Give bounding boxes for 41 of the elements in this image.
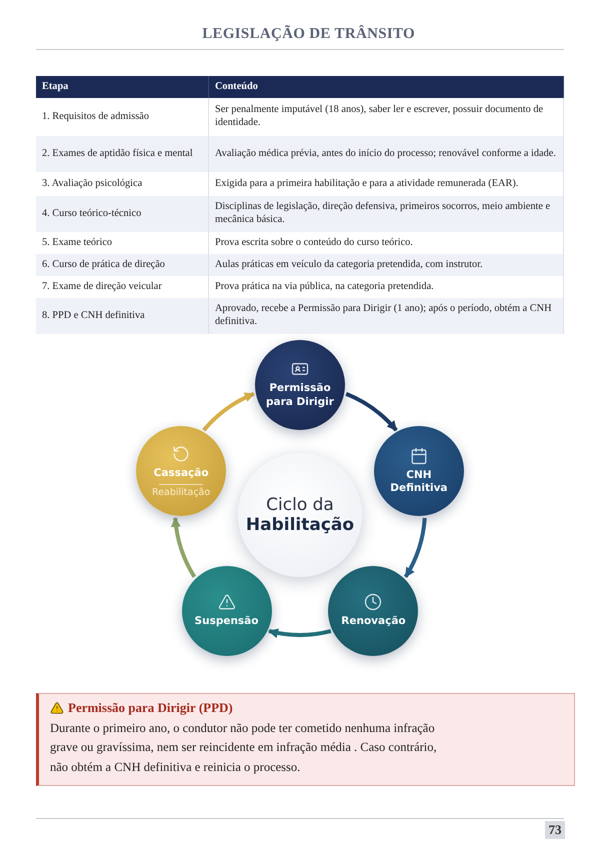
- table-cell: 1. Requisitos de admissão: [36, 98, 208, 136]
- table-cell: 8. PPD e CNH definitiva: [36, 298, 208, 334]
- table-cell: 7. Exame de direção veicular: [36, 276, 208, 298]
- cycle-circle: [182, 566, 272, 656]
- table-cell: 5. Exame teórico: [36, 232, 208, 254]
- cycle-circle: [255, 340, 345, 430]
- table-cell: Ser penalmente imputável (18 anos), saber ler e escrever, possuir documento de identidade.: [208, 98, 564, 136]
- table-cell: Avaliação médica prévia, antes do início do processo; renovável conforme a idade.: [208, 136, 564, 172]
- curved-arrow: [171, 517, 196, 578]
- step-label: Suspensão: [194, 615, 258, 629]
- curved-arrow: [268, 628, 332, 638]
- page-header: LEGISLAÇÃO DE TRÂNSITO: [202, 26, 415, 43]
- page-number: 73: [545, 821, 565, 839]
- table-cell: Aprovado, recebe a Permissão para Dirigir (1 ano); após o período, obtém a CNH definitiva.: [208, 298, 564, 334]
- table-cell: Aulas práticas em veículo da categoria pretendida, com instrutor.: [208, 254, 564, 276]
- table-cell: Prova escrita sobre o conteúdo do curso teórico.: [208, 232, 564, 254]
- header-cell: Etapa: [36, 76, 208, 98]
- table-cell: Disciplinas de legislação, direção defensiva, primeiros socorros, meio ambiente e mecânica básica.: [208, 196, 564, 232]
- step-label: Permissão para Dirigir: [265, 382, 335, 410]
- table-cell: Exigida para a primeira habilitação e para a atividade remunerada (EAR).: [208, 172, 564, 196]
- step-label: Renovação: [341, 615, 406, 629]
- step-label: Cassação: [154, 467, 209, 481]
- table-cell: 4. Curso teórico-técnico: [36, 196, 208, 232]
- step-sublabel: Reabilitação: [152, 486, 210, 498]
- table-cell: 2. Exames de aptidão física e mental: [36, 136, 208, 172]
- note-box: [36, 693, 575, 786]
- curved-arrow: [345, 392, 398, 432]
- center-title: Ciclo da: [266, 494, 334, 515]
- table-cell: 3. Avaliação psicológica: [36, 172, 208, 196]
- note-title: Permissão para Dirigir (PPD): [68, 700, 233, 716]
- step-label: CNH Definitiva: [389, 468, 448, 496]
- curved-arrow: [202, 392, 255, 432]
- header-cell: Conteúdo: [208, 76, 564, 98]
- table-cell: Prova prática na via pública, na categoria pretendida.: [208, 276, 564, 298]
- center-title: Habilitação: [246, 515, 354, 536]
- cycle-circle: [328, 566, 418, 656]
- note-text: Durante o primeiro ano, o condutor não pode ter cometido nenhuma infração grave ou gravíssima, nem ser reincidente em infração média . Caso contrário, não obtém a CNH definitiva e reinicia o processo.: [50, 720, 438, 776]
- cycle-circle: [374, 426, 464, 516]
- table-cell: 6. Curso de prática de direção: [36, 254, 208, 276]
- curved-arrow: [404, 518, 427, 578]
- cycle-circle: [136, 426, 226, 516]
